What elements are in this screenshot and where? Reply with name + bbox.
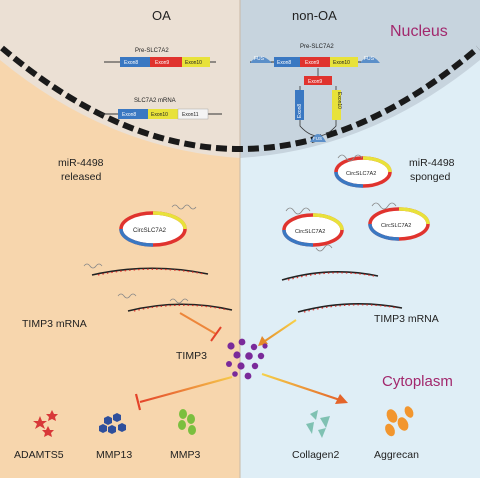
left-pre-exon8-label: Exon8 [124,60,138,66]
adamts5-icon [33,410,58,437]
left-pre-exon10 [182,57,210,67]
inhibit-bar-effectors [134,393,142,411]
circrna-right-right: CircSLC7A2 [368,202,430,241]
left-pre-exon8 [120,57,150,67]
aggrecan-icon [385,406,414,437]
left-pre-exon10-label: Exon10 [185,60,202,66]
timp3-mrna-left-label: TIMP3 mRNA [22,318,87,330]
timp3-mrna-right-1 [281,271,379,281]
mir-right-line1: miR-4498 [409,157,455,169]
left-pre-exon9-label: Exon9 [155,60,169,66]
timp3-protein-cluster [226,338,268,380]
nuclear-membrane [0,45,480,152]
fus-label-right: FUS [364,56,375,62]
activate-arrow-effectors [261,372,341,402]
left-mrna-exon8-label: Exon8 [122,112,136,118]
collagen2-icon [306,410,330,438]
left-mrna-exon8 [118,109,148,119]
right-pre-exon10-label: Exon10 [333,60,350,66]
cytoplasm-label: Cytoplasm [382,373,453,390]
inhibit-bar-timp3-mrna [210,326,222,342]
adamts5-label: ADAMTS5 [14,449,64,461]
mmp3-icon [178,409,196,435]
right-pre-exon9 [300,57,330,67]
fus-label-left: FUS [254,56,265,62]
activate-arrowhead-effectors [335,394,348,404]
left-mrna-label: SLC7A2 mRNA [134,98,176,104]
timp3-mrna-right-2 [297,303,403,313]
timp3-label: TIMP3 [176,350,207,362]
right-pre-label: Pre-SLC7A2 [300,44,334,50]
inhibit-arrow-effectors [139,375,233,404]
mmp13-icon [99,413,126,434]
mmp13-label: MMP13 [96,449,132,461]
aggrecan-label: Aggrecan [374,449,419,461]
right-pre-exon8-label: Exon8 [277,60,291,66]
circrna-right-left: CircSLC7A2 [282,207,344,252]
timp3-mrna-right-label: TIMP3 mRNA [374,313,439,325]
left-mrna-exon10-label: Exon10 [151,112,168,118]
circrna-left-label: CircSLC7A2 [133,228,167,234]
right-pre-exon9-label: Exon9 [305,60,319,66]
right-pre-exon10 [330,57,358,67]
loop-exon10-label: Exon10 [336,92,342,109]
left-title: OA [152,8,171,23]
circrna-right-top: CircSLC7A2 [334,154,392,188]
left-mrna-exon11 [177,108,209,120]
fus-protein-loop [310,134,326,142]
loop-exon8 [295,90,304,120]
left-pre-label: Pre-SLC7A2 [135,48,169,54]
loop-exon9 [304,76,332,85]
circrna-left: CircSLC7A2 [119,204,197,247]
activate-arrow-timp3-mrna [261,319,297,344]
mir-left-line2: released [61,171,101,183]
fus-label-loop: FUS [313,136,322,141]
inhibit-arrow-timp3-mrna [179,312,217,335]
timp3-mrna-left-1 [83,263,209,276]
left-mrna-exon11-label: Exon11 [182,112,199,118]
loop-exon10 [332,90,341,120]
mir-left-line1: miR-4498 [58,157,104,169]
collagen2-label: Collagen2 [292,449,339,461]
nucleus-label: Nucleus [390,23,448,40]
loop-exon9-label: Exon9 [308,79,322,85]
left-mrna-exon10 [148,109,178,119]
loop-exon8-label: Exon8 [297,104,303,118]
mirna-left-free [171,204,197,210]
circrna-right-left-label: CircSLC7A2 [295,229,325,235]
circrna-right-right-label: CircSLC7A2 [381,223,411,229]
mir-right-line2: sponged [410,171,450,183]
timp3-mrna-left-2 [117,293,233,312]
right-title: non-OA [292,8,337,23]
fus-protein-left [250,56,272,63]
fus-protein-right [360,56,380,63]
left-pre-exon9 [150,57,182,67]
mmp3-label: MMP3 [170,449,200,461]
circrna-right-top-label: CircSLC7A2 [346,171,376,177]
right-pre-exon8 [274,57,300,67]
